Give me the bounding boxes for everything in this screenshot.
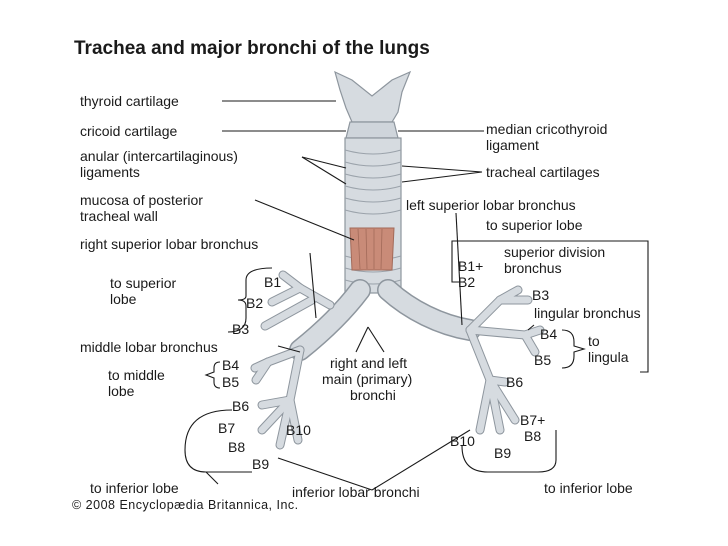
label-main-bronchi-line1: right and left — [330, 355, 408, 371]
label-to-lingula-line1: to — [588, 333, 600, 349]
label-thyroid-cartilage: thyroid cartilage — [80, 93, 179, 109]
label-b9-right: B9 — [252, 456, 270, 472]
label-b10-left: B10 — [450, 433, 475, 449]
label-to-superior-lobe-right-line1: to superior — [110, 275, 177, 291]
label-b1b2-left-line1: B1+ — [458, 258, 484, 274]
tracheal-rings — [344, 149, 402, 285]
label-right-superior-lobar-bronchus: right superior lobar bronchus — [80, 236, 259, 252]
label-b3-left: B3 — [532, 287, 550, 303]
label-to-superior-lobe-right-line2: lobe — [110, 291, 137, 307]
label-cricoid-cartilage: cricoid cartilage — [80, 123, 178, 139]
label-median-cricothyroid-line1: median cricothyroid — [486, 121, 608, 137]
label-anular-line2: ligaments — [80, 164, 140, 180]
label-mucosa-line1: mucosa of posterior — [80, 192, 203, 208]
label-middle-lobar-bronchus: middle lobar bronchus — [80, 339, 218, 355]
label-median-cricothyroid-line2: ligament — [486, 137, 539, 153]
diagram-title: Trachea and major bronchi of the lungs — [74, 38, 430, 59]
label-tracheal-cartilages: tracheal cartilages — [486, 164, 600, 180]
label-to-inferior-lobe-left: to inferior lobe — [544, 480, 633, 496]
label-b5-right: B5 — [222, 374, 240, 390]
label-anular-line1: anular (intercartilaginous) — [80, 148, 238, 164]
label-to-middle-lobe-line2: lobe — [108, 383, 135, 399]
label-b4-left: B4 — [540, 326, 558, 342]
label-b8-right: B8 — [228, 439, 246, 455]
label-mucosa-line2: tracheal wall — [80, 208, 158, 224]
leader-lines — [222, 100, 535, 491]
thyroid-cartilage-shape — [334, 70, 412, 123]
brackets — [184, 240, 649, 485]
label-to-lingula-line2: lingula — [588, 349, 629, 365]
label-b9-left: B9 — [494, 445, 512, 461]
label-b7b8-left-line1: B7+ — [520, 412, 546, 428]
label-inferior-lobar-bronchi: inferior lobar bronchi — [292, 484, 420, 500]
label-main-bronchi-line3: bronchi — [350, 387, 396, 403]
label-b4-right: B4 — [222, 357, 240, 373]
copyright-notice: © 2008 Encyclopædia Britannica, Inc. — [72, 498, 299, 512]
label-lingular-bronchus: lingular bronchus — [534, 305, 641, 321]
label-to-superior-lobe-left: to superior lobe — [486, 217, 583, 233]
label-b2-right: B2 — [246, 295, 264, 311]
label-b1b2-left-line2: B2 — [458, 274, 476, 290]
label-to-middle-lobe-line1: to middle — [108, 367, 165, 383]
label-to-inferior-lobe-right: to inferior lobe — [90, 480, 179, 496]
label-b6-right: B6 — [232, 398, 250, 414]
label-b10-right: B10 — [286, 422, 311, 438]
label-b6-left: B6 — [506, 374, 524, 390]
bronchial-tree — [250, 270, 545, 450]
label-superior-division-line1: superior division — [504, 244, 606, 260]
label-b7b8-left-line2: B8 — [524, 428, 542, 444]
label-b3-right: B3 — [232, 321, 250, 337]
mucosa-shape — [349, 227, 395, 271]
label-b7-right: B7 — [218, 420, 236, 436]
cricoid-cartilage-shape — [345, 121, 399, 139]
label-superior-division-line2: bronchus — [504, 260, 562, 276]
label-main-bronchi-line2: main (primary) — [322, 371, 413, 387]
label-b5-left: B5 — [534, 352, 552, 368]
label-left-superior-lobar-bronchus: left superior lobar bronchus — [406, 197, 576, 213]
mucosa-lines — [357, 228, 383, 270]
label-b1-right: B1 — [264, 274, 282, 290]
